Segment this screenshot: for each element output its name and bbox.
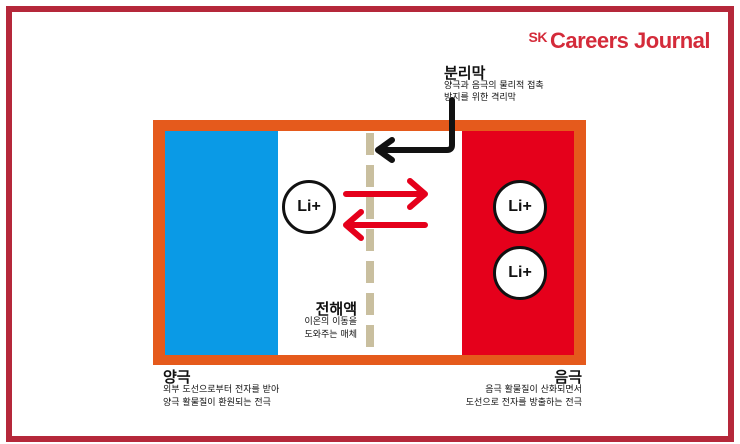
brand-name: Careers Journal: [549, 28, 711, 53]
anode-desc-line1: 외부 도선으로부터 전자를 받아: [163, 385, 280, 395]
electrolyte-title: 전해액: [315, 300, 357, 318]
electrolyte-desc-line2: 도와주는 매체: [304, 330, 357, 340]
cathode-block: [462, 131, 574, 355]
lithium-ion-left: Li+: [282, 180, 336, 234]
cathode-desc-line2: 도선으로 전자를 방출하는 전극: [465, 398, 582, 408]
separator-callout-arrowhead: [375, 137, 395, 163]
electrolyte-desc-line1: 이온의 이동을: [304, 317, 357, 327]
cathode-title: 음극: [554, 368, 582, 386]
separator-desc-line2: 방지를 위한 격리막: [444, 93, 516, 103]
lithium-ion-right-top: Li+: [493, 180, 547, 234]
separator-desc-line1: 양극과 음극의 물리적 접촉: [444, 81, 544, 91]
lithium-ion-right-bottom: Li+: [493, 246, 547, 300]
arrow-to-anode: [343, 209, 428, 241]
separator-title: 분리막: [444, 64, 486, 82]
anode-block: [165, 131, 278, 355]
separator-callout-arrow: [377, 97, 455, 153]
brand-prefix: SK: [528, 29, 548, 45]
anode-title: 양극: [163, 368, 191, 386]
cathode-desc-line1: 음극 활물질이 산화되면서: [485, 385, 582, 395]
ion-flow-arrows: [343, 178, 428, 241]
anode-desc-line2: 양극 활물질이 환원되는 전극: [163, 398, 271, 408]
arrow-to-cathode: [343, 178, 428, 210]
outer-frame: [6, 6, 734, 442]
